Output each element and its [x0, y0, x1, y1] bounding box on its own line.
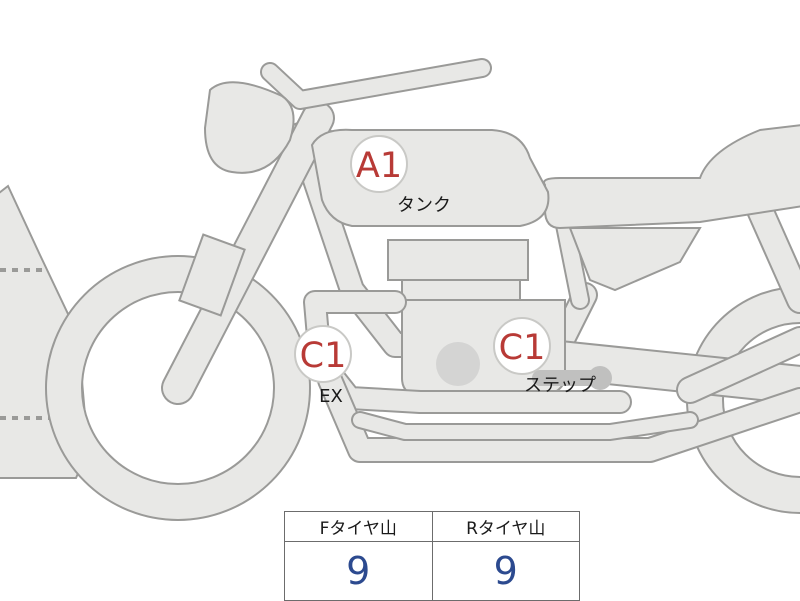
marker-circle: [294, 325, 352, 383]
engine-cylinder: [401, 279, 521, 301]
tire-table-header-row: Fタイヤ山 Rタイヤ山: [284, 511, 580, 542]
marker-code: A1: [356, 146, 402, 186]
rear-tire-fill: [688, 288, 800, 512]
marker-code: C1: [300, 336, 347, 376]
tire-tread-table: Fタイヤ山 Rタイヤ山 9 9: [284, 511, 580, 601]
front-tire-value: 9: [284, 541, 433, 601]
handlebar: [260, 58, 492, 110]
marker-tank[interactable]: A1 タンク: [350, 135, 451, 216]
engine-cover-round: [436, 342, 480, 386]
seat: [543, 124, 800, 230]
front-tire-fill: [47, 257, 309, 519]
front-fork: [161, 101, 335, 405]
rear-tire-value: 9: [431, 541, 580, 601]
marker-label: ステップ: [524, 375, 596, 396]
marker-label: タンク: [397, 195, 451, 216]
headlight: [203, 81, 295, 174]
marker-step[interactable]: C1 ステップ: [493, 317, 596, 396]
marker-circle: [350, 135, 408, 193]
side-cover: [568, 227, 702, 292]
marker-label: EX: [319, 386, 343, 407]
swing-arm: [540, 196, 800, 405]
marker-exhaust[interactable]: C1 EX: [294, 325, 352, 407]
rear-tire-header: Rタイヤ山: [431, 511, 580, 542]
front-tire-header: Fタイヤ山: [284, 511, 433, 542]
marker-circle: [493, 317, 551, 375]
footpeg-end: [588, 366, 612, 390]
engine-cylinder-head: [387, 239, 529, 281]
marker-code: C1: [499, 328, 546, 368]
tire-table-value-row: 9 9: [284, 541, 580, 601]
